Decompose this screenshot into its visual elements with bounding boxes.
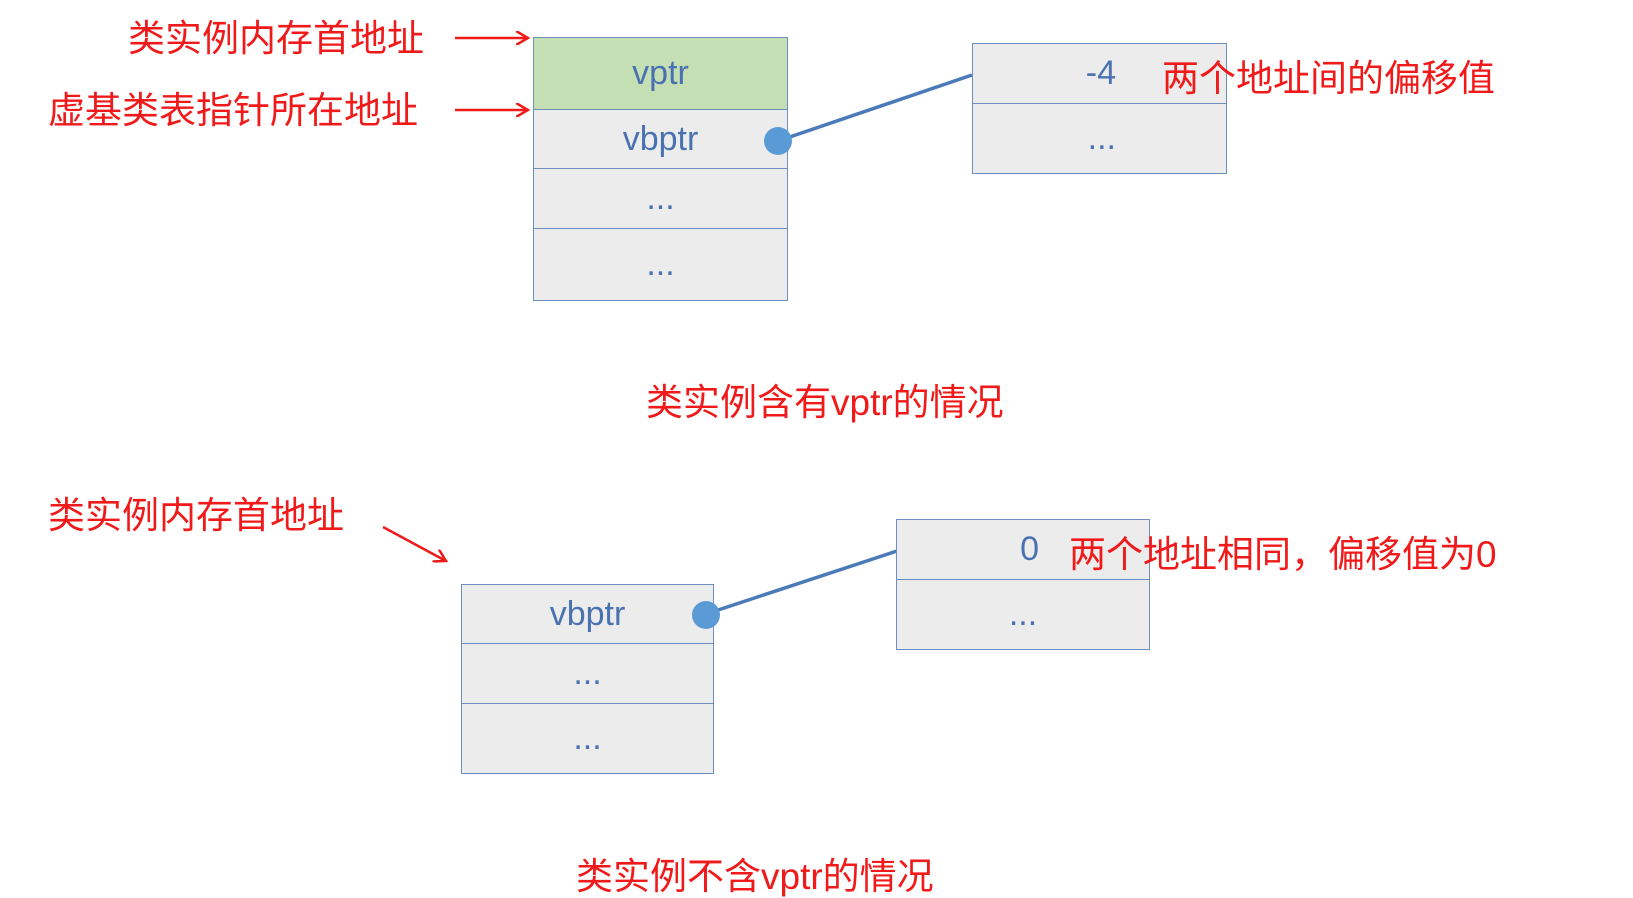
label-instance-first-address-2: 类实例内存首地址 — [48, 495, 344, 536]
vbtable-box-2: 0 ... — [896, 519, 1150, 650]
cell-ellipsis: ... — [534, 169, 787, 229]
vbtable-ellipsis-cell: ... — [1087, 119, 1116, 157]
vbtable-box-1: -4 ... — [972, 43, 1227, 174]
caption-1: 类实例含有vptr的情况 — [646, 382, 1004, 423]
cell-vptr: vptr — [534, 38, 787, 110]
vbptr-dot-2 — [692, 601, 720, 629]
offset-note-1: 两个地址间的偏移值 — [1162, 58, 1495, 99]
vbptr-connector-2 — [705, 549, 898, 616]
vbtable-ellipsis-cell: ... — [1008, 595, 1038, 633]
object-layout-box-1: vptr vbptr ... ... — [533, 37, 788, 301]
label-instance-first-address-1: 类实例内存首地址 — [128, 18, 424, 59]
cell-vbptr: vbptr — [462, 585, 713, 644]
vbptr-dot-1 — [764, 127, 792, 155]
cell-vbptr: vbptr — [534, 110, 787, 169]
caption-2: 类实例不含vptr的情况 — [576, 856, 934, 897]
cell-ellipsis: ... — [573, 719, 602, 757]
vbtable-offset-cell: 0 — [897, 520, 1149, 580]
offset-note-2: 两个地址相同，偏移值为0 — [1069, 534, 1497, 575]
cell-ellipsis: ... — [462, 644, 713, 704]
object-layout-box-2: vbptr ... ... — [461, 584, 714, 774]
label-vbtable-pointer-address: 虚基类表指针所在地址 — [48, 90, 418, 131]
arrow-first-addr-2 — [382, 525, 446, 561]
vbptr-connector-1 — [777, 73, 973, 143]
cell-ellipsis: ... — [646, 245, 675, 283]
vbtable-offset-cell: -4 — [973, 44, 1226, 104]
